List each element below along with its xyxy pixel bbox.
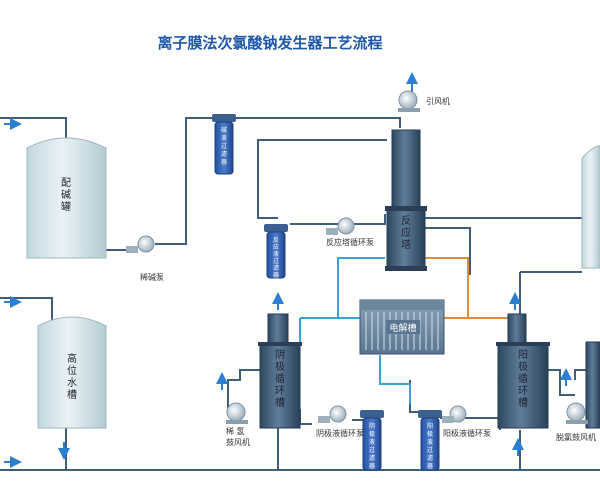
filter-anode-label: 阳极液过滤器	[427, 422, 433, 470]
filter-top: 碱液过滤器	[212, 114, 236, 175]
reactor-label: 反应塔	[401, 215, 411, 251]
filter-reactor: 反应液过滤器	[264, 224, 288, 279]
electrolyzer: 电解槽	[359, 299, 445, 355]
cathode-tank: 阴极循环槽	[258, 313, 302, 429]
reactor-pump-label: 反应塔循环泵	[326, 237, 374, 247]
diagram-title: 离子膜法次氯酸钠发生器工艺流程	[157, 34, 382, 52]
cathode-pump-icon	[318, 405, 347, 423]
h2-fan-label: 稀 氢鼓风机	[226, 426, 250, 447]
anode-pump-label: 阳极液循环泵	[443, 428, 491, 438]
head-tank-label: 高位水槽	[67, 352, 77, 401]
filter-top-label: 碱液过滤器	[221, 127, 227, 166]
alkali-tank: 配碱罐	[26, 137, 107, 259]
anode-tank-label: 阳极循环槽	[518, 349, 528, 409]
right-bottom-tank	[585, 341, 600, 429]
induced-fan-icon	[398, 90, 420, 112]
filter-cathode-label: 阴极液过滤器	[369, 422, 375, 470]
flow-arrows	[4, 72, 572, 468]
catholyte-line	[299, 257, 411, 404]
right-tank	[581, 145, 600, 269]
reactor-pump-icon	[326, 217, 355, 235]
filter-anode: 阳极液过滤器	[418, 410, 442, 471]
dilute-pump-icon	[126, 235, 155, 253]
filter-cathode: 阴极液过滤器	[360, 410, 384, 471]
alkali-tank-label: 配碱罐	[61, 177, 71, 213]
anode-tank: 阳极循环槽	[496, 313, 550, 429]
cathode-tank-label: 阴极循环槽	[275, 349, 285, 409]
cathode-pump-label: 阴极液循环泵	[316, 428, 364, 438]
cl-fan-icon	[566, 402, 588, 424]
induced-fan-label: 引风机	[426, 96, 450, 106]
reactor-tower: 反应塔	[385, 129, 427, 271]
dilute-pump-label: 稀碱泵	[140, 272, 164, 282]
filter-reactor-label: 反应液过滤器	[273, 236, 279, 279]
electrolyzer-label: 电解槽	[389, 322, 416, 334]
cl-fan-label: 脱氯鼓风机	[556, 432, 596, 442]
head-tank: 高位水槽	[37, 316, 107, 429]
anode-pump-icon	[442, 405, 467, 423]
h2-fan-icon	[226, 402, 248, 424]
